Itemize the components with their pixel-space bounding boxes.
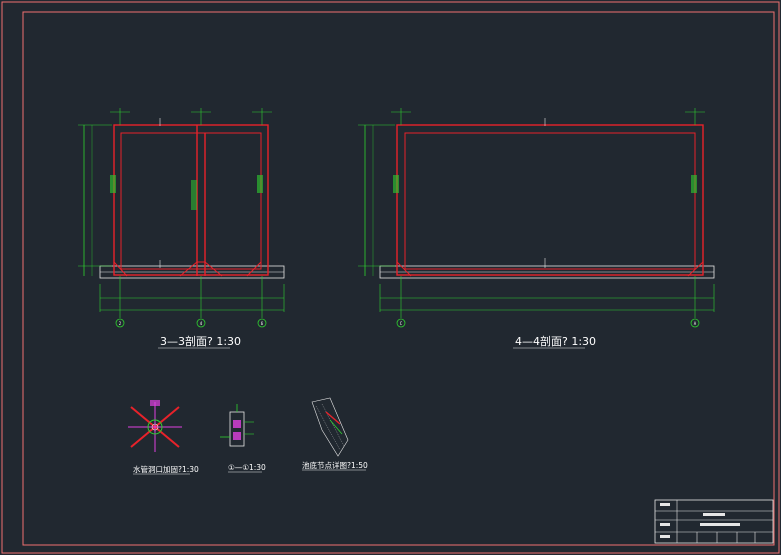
axis-circle	[396, 318, 406, 328]
detail-pipe-opening	[128, 400, 182, 452]
sheet-inner-frame	[22, 11, 775, 546]
axis-circle	[196, 318, 206, 328]
detail-c-caption: 池底节点详图?1:50	[302, 460, 368, 470]
axis-circle	[257, 318, 267, 328]
section-3-caption: 3—3剖面? 1:30	[160, 334, 241, 348]
section-4-caption: 4—4剖面? 1:30	[515, 334, 596, 348]
detail-b-caption: ①—①1:30	[228, 463, 266, 472]
detail-a-caption: 水管洞口加固?1:30	[133, 464, 199, 474]
axis-label: C	[400, 321, 403, 326]
detail-pool-bottom	[311, 397, 349, 457]
section-3-drawing: 2 4 6	[78, 108, 285, 328]
axis-label: 4	[200, 321, 203, 326]
axis-label: A	[694, 321, 697, 326]
title-block	[654, 499, 774, 544]
axis-label: 2	[119, 321, 122, 326]
section-4-drawing: C A	[358, 108, 715, 328]
axis-label: 6	[261, 321, 264, 326]
axis-circle	[690, 318, 700, 328]
axis-circle	[115, 318, 125, 328]
detail-section-1	[220, 404, 254, 447]
